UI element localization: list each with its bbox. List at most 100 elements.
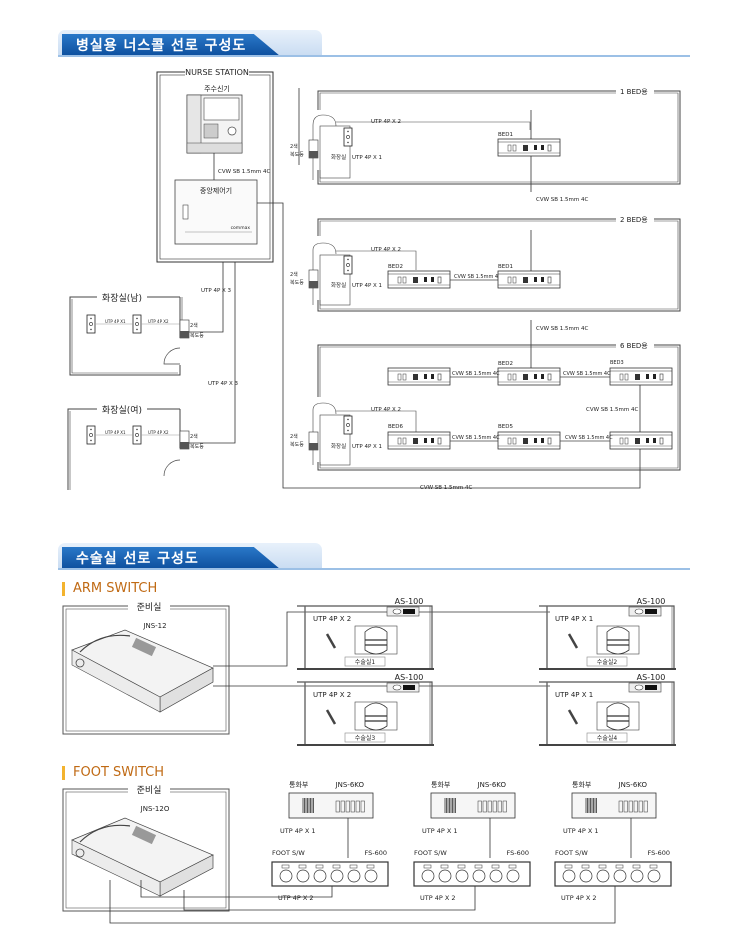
ward-cable: UTP 4P X 1 [352,444,382,450]
foot-switch-heading: FOOT SWITCH [62,766,164,780]
toilet-label: 화장실(여) [102,404,142,416]
call-unit-label: 통화부 [289,781,309,789]
call-unit-model: JNS-6KO [618,781,648,789]
toilet-cable: UTP 4P X2 [148,430,169,435]
central-controller-icon [174,179,258,245]
toilet-room-male: 화장실(남) UTP 4P X1 UTP 4P X2 2색 복도등 [69,292,204,376]
call-unit-model: JNS-6KO [335,781,365,789]
bed-label: BED2 [388,264,403,270]
call-unit-model: JNS-6KO [477,781,507,789]
arm-switch-model: AS-100 [637,597,666,606]
prep-room-label: 준비실 [137,785,162,796]
arm-switch-model: AS-100 [395,597,424,606]
toilet-room-female: 화장실(여) UTP 4P X1 UTP 4P X2 2색 복도등 [67,404,204,490]
toilet-label: 화장실 [331,153,346,161]
bed-label: BED2 [498,361,513,367]
lamp-label: 2색 [290,271,298,278]
foot-switch-model: FS-600 [364,849,387,857]
lamp-label: 복도등 [290,442,304,448]
bed-link-cable: CVW SB 1.5mm 4C [586,407,639,413]
foot-cable-mid: UTP 4P X 1 [280,827,316,835]
prep-room-label: 준비실 [137,602,162,613]
console-icon [71,629,214,713]
bed-link-cable: CVW SB 1.5mm 4C [565,435,613,441]
arm-switch-model: AS-100 [637,673,666,682]
lamp-label: 복도등 [290,152,304,158]
foot-switch-label: FOOT S/W [272,849,305,857]
foot-switch-model: FS-600 [647,849,670,857]
ward-cable: UTP 4P X 2 [371,247,401,253]
ward-cable: UTP 4P X 1 [352,283,382,289]
lamp-label: 복도등 [190,333,204,339]
arm-switch-model: AS-100 [395,673,424,682]
ward-1-bed: 1 BED용 2색 복도등 화장실 UTP 4P X 2 UTP 4P X 1 … [290,87,681,185]
or-room-name: 수술실4 [597,734,618,742]
foot-switch-label: FOOT S/W [414,849,447,857]
toilet-trunk-cable: UTP 4P X 3 [201,288,232,294]
trunk-cable-label: CVW SB 1.5mm 4C [420,485,473,491]
foot-switch-model: FS-600 [506,849,529,857]
bed-label: BED3 [610,360,624,366]
central-controller-label: 중앙제어기 [200,186,232,195]
or-room-name: 수술실3 [355,734,376,742]
trunk-cable-label: CVW SB 1.5mm 4C [536,197,589,203]
foot-cable-bottom: UTP 4P X 2 [420,894,456,902]
lamp-label: 2색 [290,143,298,150]
bed-label: BED1 [498,132,513,138]
call-unit-label: 통화부 [572,781,592,789]
bed-link-cable: CVW SB 1.5mm 4C [563,371,611,377]
section-banner-nurse-call: 병실용 너스콜 선로 구성도 [58,30,690,57]
ward-cable: UTP 4P X 2 [371,119,401,125]
bed-link-cable: CVW SB 1.5mm 4C [454,274,502,280]
trunk-lines [180,88,641,489]
toilet-cable: UTP 4P X1 [105,319,126,324]
lamp-label: 2색 [190,433,198,440]
toilet-label: 화장실(남) [102,293,142,304]
toilet-label: 화장실 [331,281,346,289]
ward-cable: UTP 4P X 2 [371,407,401,413]
ward-label: 1 BED용 [620,88,648,96]
console-icon [71,817,214,897]
nurse-station-label: NURSE STATION [185,68,249,77]
section-title: 수술실 선로 구성도 [76,551,199,567]
toilet-cable: UTP 4P X1 [105,430,126,435]
ward-label: 6 BED용 [620,342,648,350]
bed-label: BED1 [498,264,513,270]
brand-logo: commax [231,226,251,231]
ward-label: 2 BED용 [620,216,648,224]
or-cable-label: UTP 4P X 2 [313,615,351,623]
section-title: 병실용 너스콜 선로 구성도 [76,38,247,54]
bed-link-cable: CVW SB 1.5mm 4C [452,371,500,377]
foot-cable-mid: UTP 4P X 1 [563,827,599,835]
foot-switch-label: FOOT S/W [555,849,588,857]
foot-cable-bottom: UTP 4P X 2 [561,894,597,902]
arm-switch-heading: ARM SWITCH [62,582,157,596]
master-station-icon [186,94,243,154]
trunk-cable-label: CVW SB 1.5mm 4C [536,326,589,332]
lamp-label: 복도등 [290,280,304,286]
toilet-label: 화장실 [331,442,346,450]
lamp-label: 2색 [290,433,298,440]
or-room-name: 수술실2 [597,658,618,666]
ward-2-bed: 2 BED용 2색 복도등 화장실 UTP 4P X 2 UTP 4P X 1 … [290,214,681,312]
or-room-name: 수술실1 [355,658,376,666]
console-model: JNS-12 [142,622,166,630]
or-cable-label: UTP 4P X 1 [555,691,593,699]
arm-prep-room: 준비실 JNS-12 [62,601,230,735]
or-cable-label: UTP 4P X 2 [313,691,351,699]
or-cable-label: UTP 4P X 1 [555,615,593,623]
console-model: JNS-12O [140,805,170,813]
lamp-label: 2색 [190,322,198,329]
section-banner-operating-room: 수술실 선로 구성도 [58,543,690,570]
bed-label: BED6 [388,424,403,430]
ward-6-bed: 6 BED용 2색 복도등 화장실 UTP 4P X 2 UTP 4P X 1 … [290,340,681,471]
